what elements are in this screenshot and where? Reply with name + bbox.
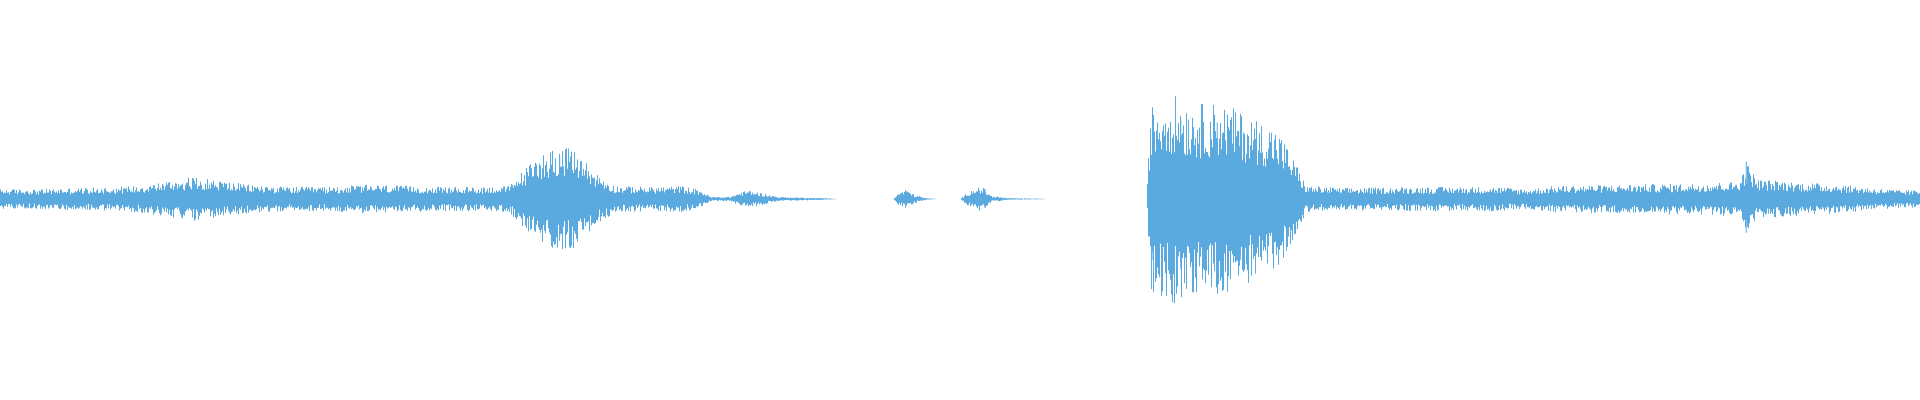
waveform-body xyxy=(0,96,1920,304)
waveform-bars xyxy=(0,96,1920,304)
